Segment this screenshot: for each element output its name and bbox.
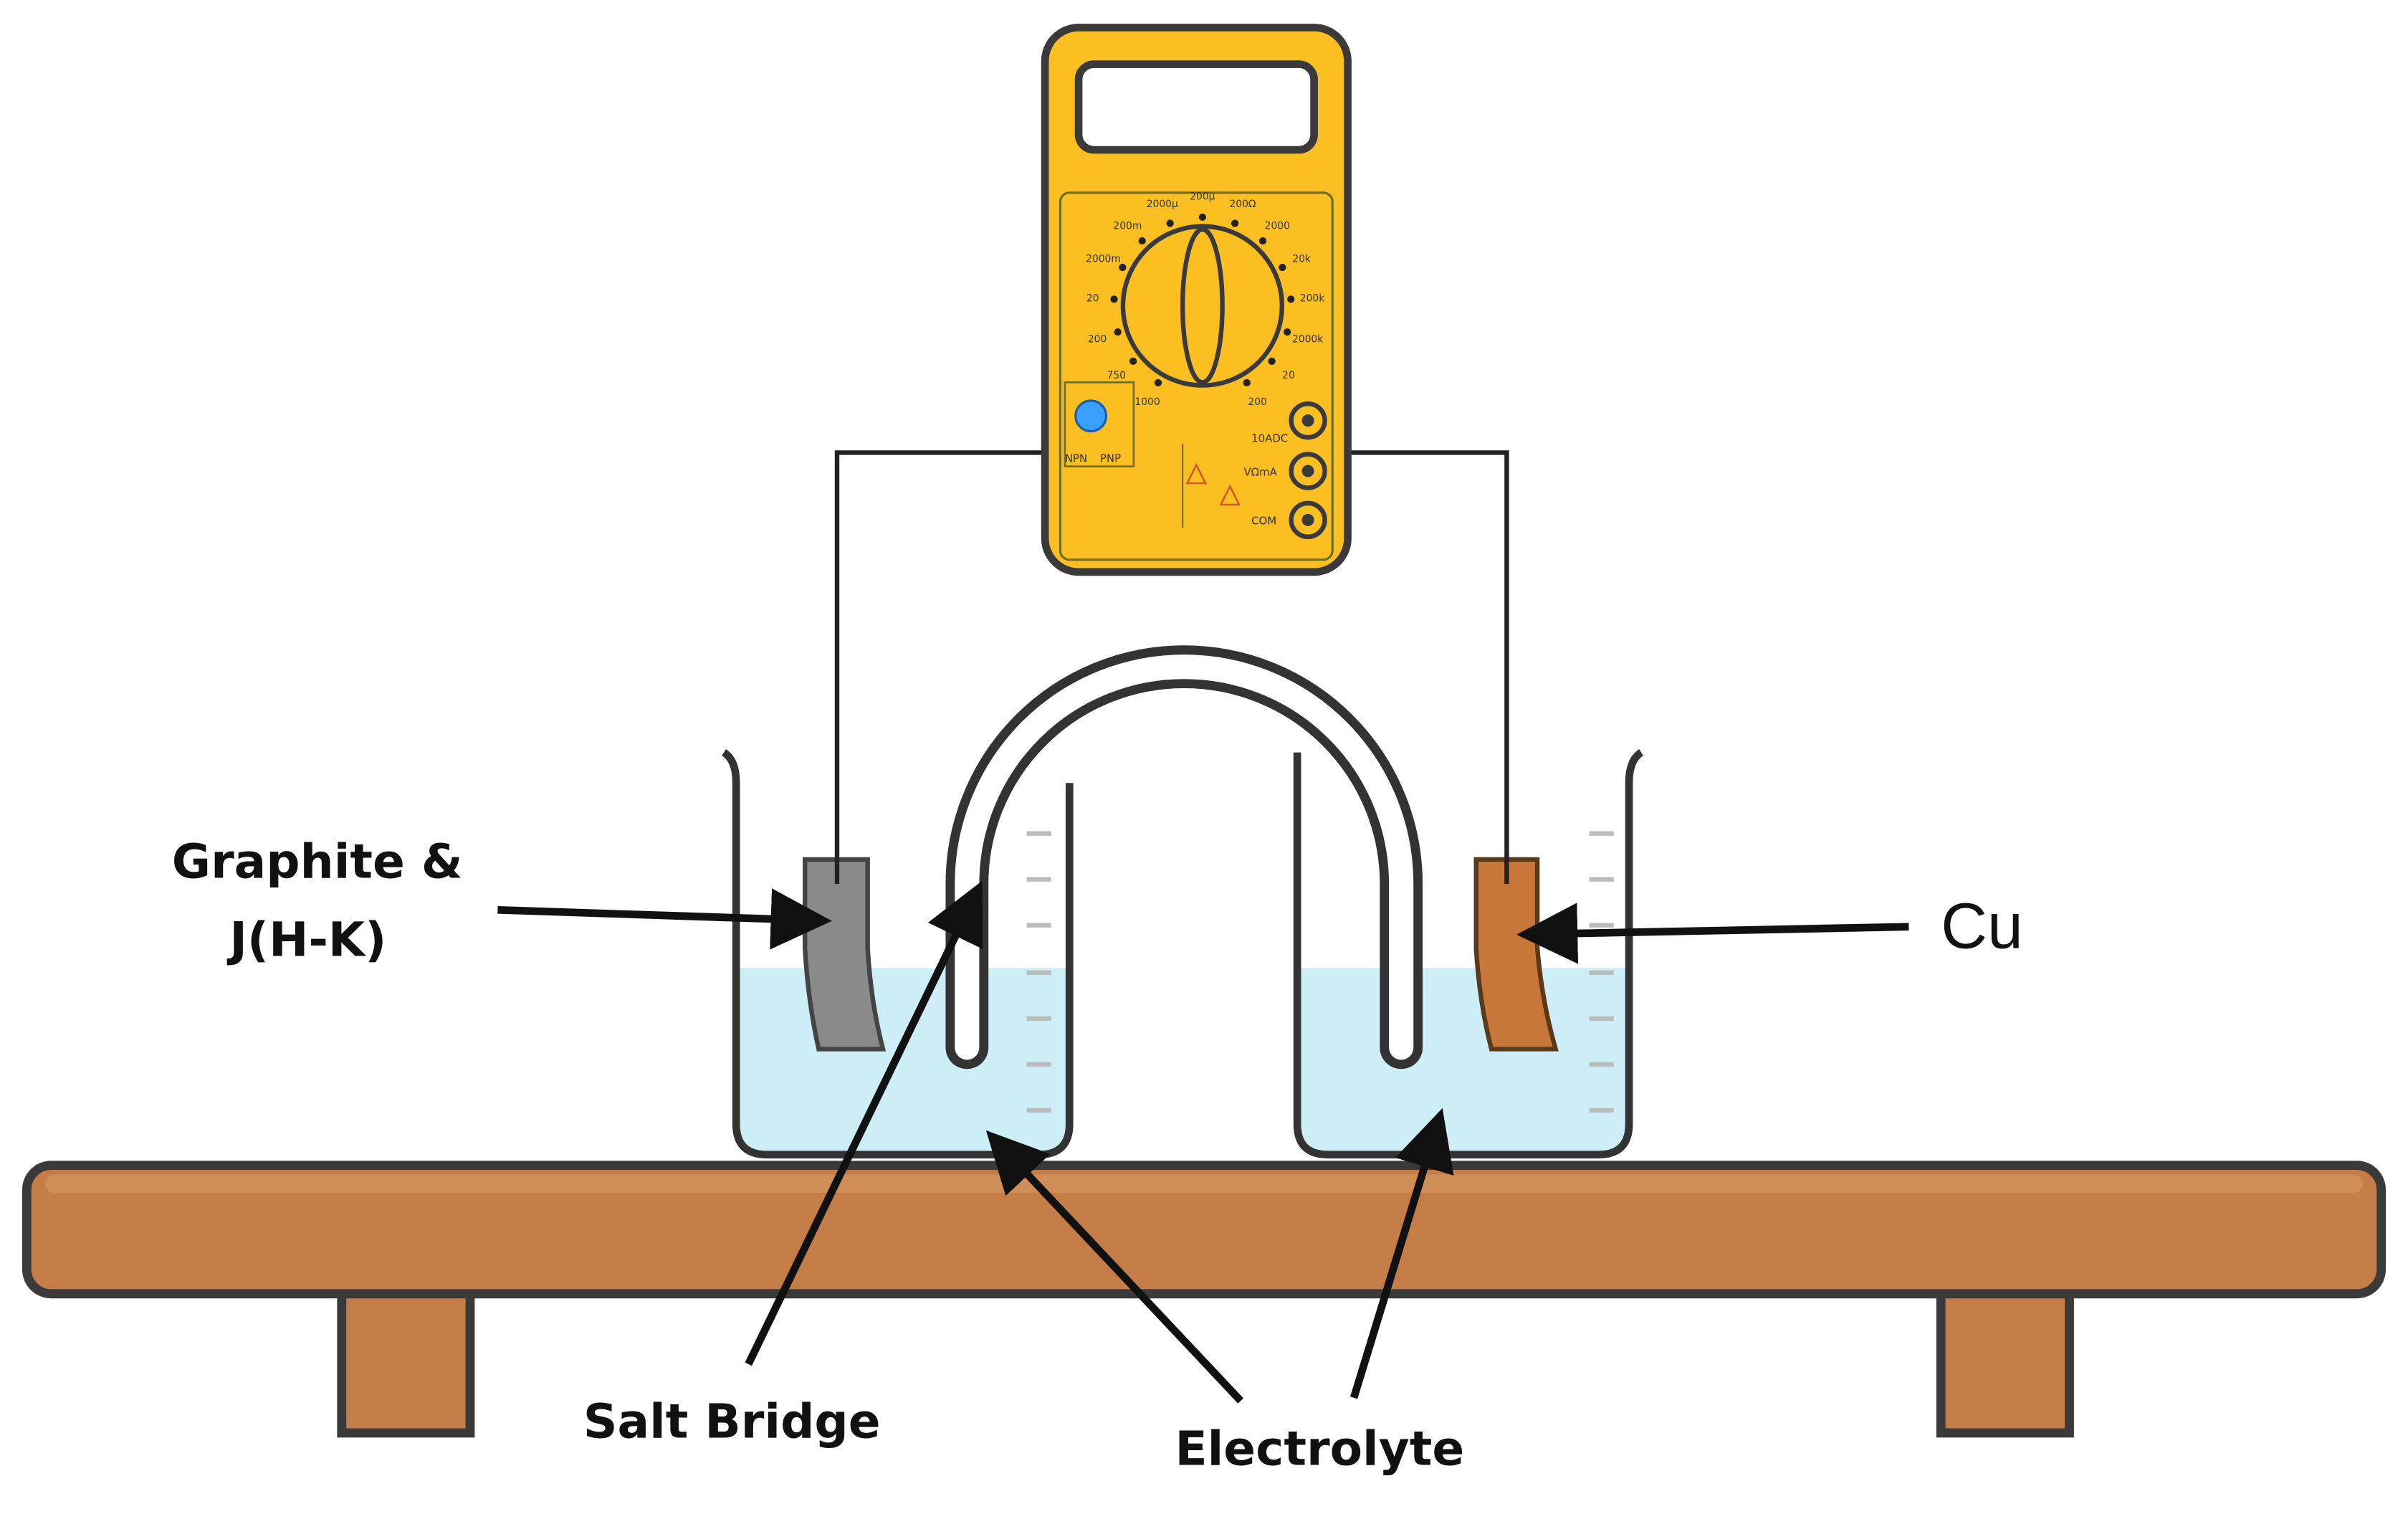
table-highlight [44, 1174, 2364, 1193]
dial-scale-label: 200m [1113, 220, 1142, 232]
table [22, 1161, 2386, 1438]
dial-dot [1243, 378, 1251, 386]
left-beaker [721, 749, 1074, 1158]
table-leg-left [337, 1285, 475, 1438]
left-beaker-graduations [1026, 831, 1051, 1113]
label-copper: Cu [1941, 890, 2023, 962]
dial-dot [1287, 295, 1295, 303]
salt-bridge-inner [955, 654, 1414, 1060]
arrow-electrolyte-right [1349, 1108, 1454, 1399]
dial-scale-label: 2000 [1265, 220, 1290, 232]
input-jacks: 10ADC VΩmA COM [1243, 401, 1327, 539]
dial-scale-label: 2000m [1086, 253, 1121, 265]
arrow-copper [1516, 903, 1909, 964]
dial-dot [1114, 328, 1122, 336]
dial-dot [1258, 237, 1267, 245]
dial-scale-label: 1000 [1134, 396, 1160, 408]
pointer-arrows [497, 880, 1909, 1404]
right-electrolyte [1297, 968, 1630, 1155]
dial-scale-label: 2000k [1292, 333, 1323, 345]
dial-dot [1154, 378, 1162, 386]
arrow-graphite [497, 888, 832, 950]
dial-dot [1279, 263, 1286, 272]
jack-label-10adc: 10ADC [1251, 432, 1288, 445]
copper-electrode [1473, 857, 1559, 1052]
wire-left [834, 450, 1046, 885]
transistor-socket: NPN PNP [1064, 381, 1135, 467]
dial-scale-label: 20k [1292, 253, 1311, 265]
table-top [22, 1161, 2386, 1299]
dial-scale-label: 20 [1086, 293, 1099, 305]
pnp-label: PNP [1100, 452, 1121, 465]
multimeter: 1000 750 200 20 2000m 200m 2000µ 200µ 200Ω 2000 20… [1041, 24, 1352, 576]
dial-dot [1110, 295, 1118, 303]
left-beaker-glass [721, 749, 1074, 1158]
graphite-electrode [803, 857, 887, 1052]
dial-dot [1198, 213, 1206, 222]
dial-knob[interactable] [1180, 227, 1225, 385]
dial-scale-label: 750 [1107, 370, 1126, 381]
dial-scale-label: 200k [1300, 293, 1324, 305]
dial-labels: 1000 750 200 20 2000m 200m 2000µ 200µ 200Ω 2000 20… [1086, 191, 1324, 408]
warning-triangle-icon [1185, 462, 1208, 485]
left-electrolyte [736, 968, 1070, 1155]
dial-dot [1119, 263, 1127, 272]
dial-dot [1166, 219, 1174, 227]
multimeter-display [1074, 60, 1318, 154]
label-graphite-line2: J(H-K) [226, 912, 386, 967]
dial-scale-label: 200Ω [1229, 199, 1256, 210]
label-graphite-line1: Graphite & [172, 834, 463, 890]
multimeter-dial[interactable]: 1000 750 200 20 2000m 200m 2000µ 200µ 200Ω 2000 20… [1086, 191, 1324, 408]
label-salt-bridge: Salt Bridge [583, 1394, 881, 1449]
table-leg-right [1936, 1285, 2074, 1438]
wires [834, 450, 1509, 885]
right-beaker-glass [1293, 749, 1644, 1158]
dial-scale-label: 200 [1248, 396, 1266, 408]
dial-scale-label: 2000µ [1147, 199, 1178, 210]
dial-dot [1231, 219, 1239, 227]
warning-markings [1182, 443, 1241, 528]
dial-scale-label: 200µ [1190, 191, 1215, 202]
dial-dot [1268, 357, 1276, 365]
dial-dots [1110, 213, 1295, 386]
dial-dot [1283, 328, 1291, 336]
jack-label-com: COM [1251, 515, 1276, 528]
dial-scale-label: 20 [1282, 370, 1295, 381]
arrow-electrolyte-left [985, 1130, 1244, 1404]
transistor-socket-icon [1074, 399, 1108, 433]
dial-dot [1129, 357, 1137, 365]
jack-label-vomma: VΩmA [1243, 465, 1277, 478]
warning-triangle-icon [1219, 484, 1241, 506]
wire-right [1347, 450, 1509, 885]
right-beaker-graduations [1589, 831, 1614, 1113]
arrow-salt-bridge [745, 880, 983, 1366]
dial-dot [1138, 237, 1146, 245]
right-beaker [1293, 749, 1644, 1158]
npn-label: NPN [1065, 452, 1087, 465]
label-electrolyte: Electrolyte [1175, 1422, 1464, 1477]
dial-scale-label: 200 [1088, 333, 1107, 345]
salt-bridge [945, 645, 1423, 1070]
